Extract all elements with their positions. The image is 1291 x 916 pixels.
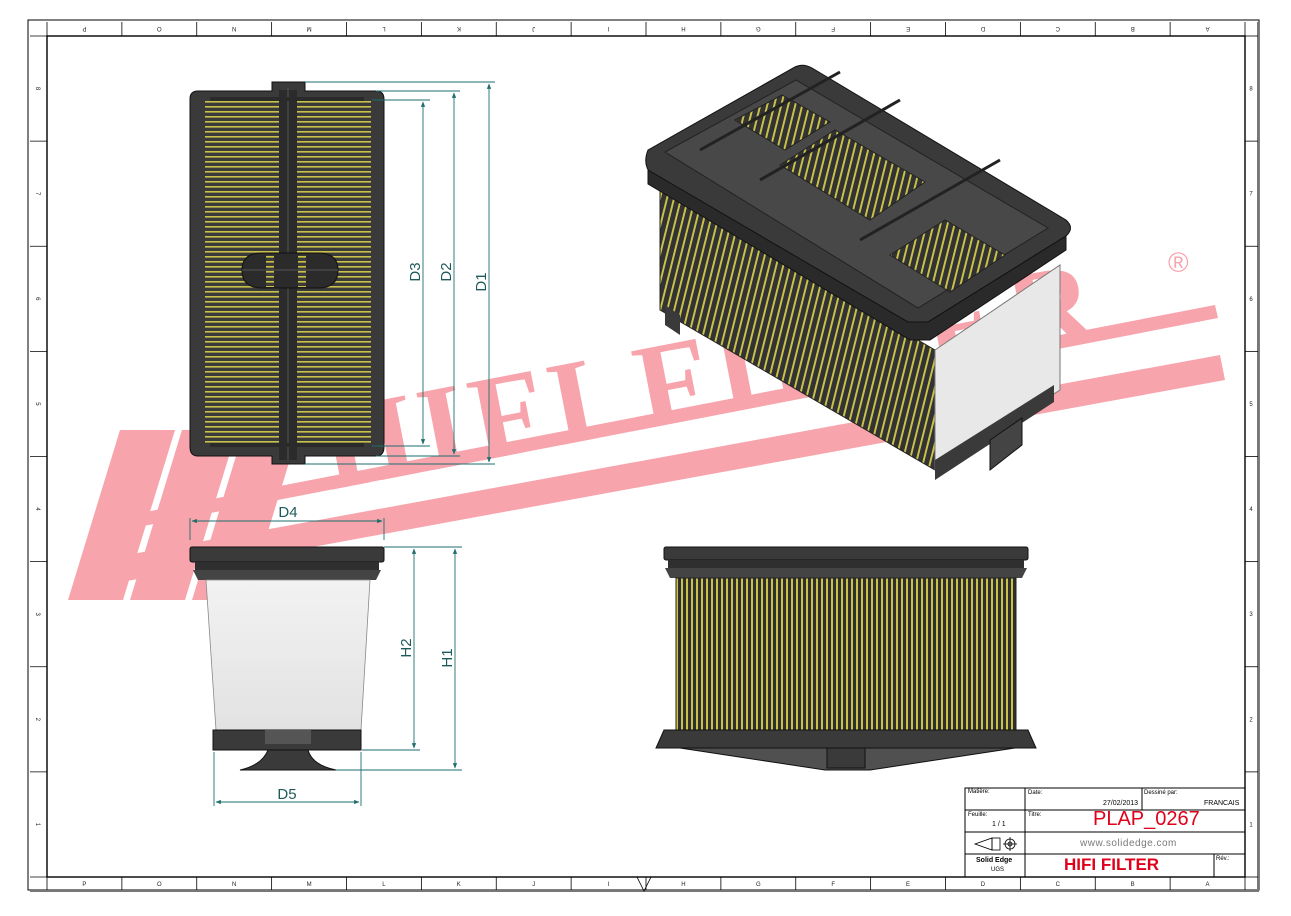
zone-letter-bottom: C	[1056, 882, 1061, 888]
zone-letter-top: N	[232, 25, 236, 31]
zone-letter-bottom: B	[1131, 882, 1135, 888]
side-view-dimensions	[189, 518, 462, 806]
dim-label-h1: H1	[439, 648, 456, 667]
title-block-frame	[964, 787, 1246, 878]
watermark-registered-mark: ®	[1168, 247, 1189, 278]
zone-letter-top: I	[607, 25, 609, 31]
zone-letter-top: L	[382, 25, 386, 31]
zone-letter-bottom: D	[981, 882, 986, 888]
date-value: 27/02/2013	[1103, 800, 1139, 807]
zone-number-right: 5	[1249, 402, 1253, 408]
zone-number-left: 6	[34, 297, 40, 301]
isometric-view	[645, 64, 1071, 480]
zone-letter-top: J	[532, 25, 535, 31]
drawn-by-value: FRANCAIS	[1204, 800, 1240, 807]
zone-number-left: 7	[34, 192, 40, 196]
center-mark-icon	[636, 876, 652, 892]
zone-letter-top: D	[980, 25, 985, 31]
zone-number-right: 7	[1249, 192, 1253, 198]
part-number: PLAP_0267	[1093, 808, 1200, 830]
zone-letter-bottom: L	[382, 882, 386, 888]
zone-letter-bottom: I	[608, 882, 610, 888]
dim-label-d3: D3	[407, 262, 424, 281]
zone-letter-bottom: P	[82, 882, 86, 888]
dim-label-d4: D4	[278, 504, 297, 521]
zone-number-right: 3	[1249, 612, 1253, 618]
zone-letter-bottom: N	[232, 882, 236, 888]
zone-letter-top: F	[831, 25, 835, 31]
zone-number-left: 5	[34, 402, 40, 406]
drawn-by-label: Dessiné par:	[1144, 790, 1178, 796]
zone-number-left: 4	[34, 507, 40, 511]
zone-letter-top: C	[1055, 25, 1060, 31]
software-sub: UGS	[991, 867, 1005, 873]
zone-number-right: 8	[1249, 87, 1253, 93]
zone-number-left: 3	[34, 613, 40, 617]
title-block-icons	[973, 837, 1017, 851]
zone-letter-top: O	[157, 25, 162, 31]
zone-letter-top: H	[681, 25, 685, 31]
zone-number-right: 6	[1249, 297, 1253, 303]
zone-number-right: 2	[1249, 717, 1253, 723]
software-name: Solid Edge	[976, 857, 1013, 864]
zone-letter-top: G	[756, 25, 761, 31]
zone-letter-bottom: J	[532, 882, 535, 888]
title-label: Titre:	[1028, 812, 1042, 818]
dim-label-h2: H2	[398, 638, 415, 657]
zone-number-left: 8	[34, 87, 40, 91]
zone-number-left: 2	[34, 718, 40, 722]
zone-number-left: 1	[34, 823, 40, 827]
zone-letter-top: B	[1131, 25, 1135, 31]
website: www.solidedge.com	[1080, 838, 1177, 849]
zone-letter-bottom: K	[457, 882, 461, 888]
revision-label: Rév.:	[1216, 856, 1230, 862]
front-view	[655, 546, 1037, 771]
dim-label-d2: D2	[438, 262, 455, 281]
top-view	[189, 81, 385, 465]
sheet-label: Feuille:	[968, 812, 988, 818]
zone-labels: P P O O N N M M L L K K J J I I H H G G F F E E D D C C B B A A 8 8 7 7 6 6 5 5…	[34, 25, 1253, 888]
date-label: Date:	[1028, 790, 1043, 796]
zone-letter-bottom: H	[681, 882, 685, 888]
zone-letter-top: K	[457, 25, 461, 31]
dim-label-d1: D1	[473, 272, 490, 291]
zone-letter-bottom: G	[756, 882, 761, 888]
sheet-value: 1 / 1	[992, 821, 1006, 828]
zone-letter-bottom: A	[1206, 882, 1210, 888]
zone-letter-top: M	[307, 25, 312, 31]
zone-number-right: 1	[1249, 822, 1253, 828]
zone-letter-bottom: E	[906, 882, 910, 888]
top-view-dimensions	[305, 81, 495, 465]
zone-letter-bottom: O	[157, 882, 162, 888]
zone-letter-top: E	[906, 25, 910, 31]
zone-letter-bottom: M	[307, 882, 312, 888]
zone-number-right: 4	[1249, 507, 1253, 513]
zone-letter-bottom: F	[831, 882, 835, 888]
zone-letter-top: P	[82, 25, 86, 31]
material-label: Matière:	[968, 789, 990, 795]
dim-label-d5: D5	[277, 786, 296, 803]
zone-ticks	[30, 22, 1258, 892]
side-view	[189, 546, 385, 771]
company-name: HIFI FILTER	[1064, 855, 1160, 874]
zone-letter-top: A	[1206, 25, 1210, 31]
